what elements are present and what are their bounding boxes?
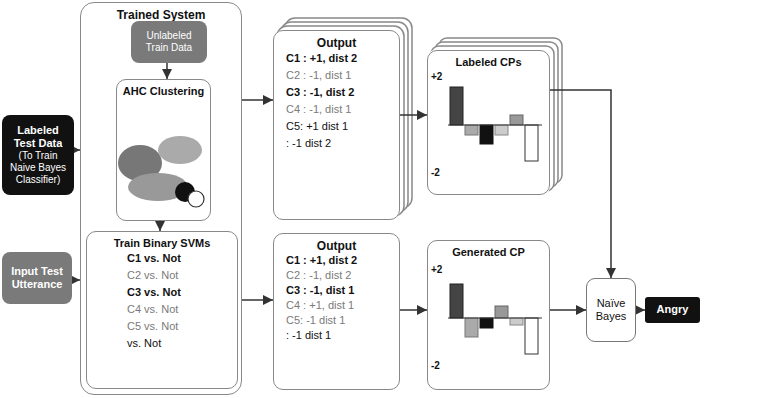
cp-bar [525,125,538,161]
flow-arrow [550,309,586,311]
node-text: C3 : -1, dist 2 [274,84,399,101]
node-text: C2 : -1, dist 1 [274,67,399,84]
node-title: Input Test Utterance [5,265,69,291]
cp-bar [510,318,523,325]
node-title: Output [274,31,399,50]
chart-box: Generated CP [427,240,550,390]
cp-bar [510,115,523,125]
cluster-blob [188,191,204,207]
cp-bar [465,125,478,135]
node-text: : -1 dist 1 [274,328,399,343]
node-title: Naïve Bayes [590,297,632,323]
flow-arrow [72,279,80,281]
node-title: Trained System [81,3,241,22]
node-title: Generated CP [428,241,549,259]
node-text: : -1 dist 2 [274,135,399,152]
axis-label: +2 [431,71,442,82]
node-title: Output [274,234,399,253]
node-text: C1 : +1, dist 2 [274,253,399,268]
axis-label: -2 [431,360,440,371]
node-text: C3 vs. Not [87,284,237,301]
flow-arrow [242,299,273,301]
node-title: AHC Clustering [117,80,210,98]
node-text: C5: -1 dist 1 [274,313,399,328]
node-title: Labeled Test Data [5,124,71,150]
cp-bar [525,318,538,354]
node-text: C4 : -1, dist 1 [274,101,399,118]
node-title: Train Binary SVMs [87,232,237,250]
cp-bar [495,306,508,318]
classifier-box: Naïve Bayes [586,278,636,342]
cp-bar [480,125,493,144]
process-box: Train Binary SVMsC1 vs. NotC2 vs. NotC3 … [86,231,238,389]
output-box: OutputC1 : +1, dist 2C2 : -1, dist 1C3 :… [273,30,400,220]
cp-bar [480,318,493,328]
axis-label: -2 [431,167,440,178]
node-text: vs. Not [87,335,237,352]
output-box: OutputC1 : +1, dist 2C2 : -1, dist 2C3 :… [273,233,400,390]
flow-arrow [400,309,427,311]
node-text: C4 vs. Not [87,301,237,318]
data-box: Input Test Utterance [2,252,72,304]
cp-axis [448,125,542,126]
cp-bar [450,87,463,125]
node-title: Unlabeled Train Data [134,30,204,54]
node-text: C3 : -1, dist 1 [274,283,399,298]
node-title: Labeled CPs [428,51,549,69]
sheet-mask [273,30,400,220]
cp-axis [448,318,542,319]
node-text: C5: +1 dist 1 [274,118,399,135]
axis-label: +2 [431,264,442,275]
flow-arrow [242,99,273,101]
node-text: C1 vs. Not [87,250,237,267]
chart-box: Labeled CPs [427,50,550,195]
cluster-blob [158,136,202,164]
flow-arrow [636,309,645,311]
result-box: Angry [645,297,700,323]
cp-bar [465,318,478,337]
node-title: Angry [657,303,689,316]
process-box: AHC Clustering [116,79,211,221]
node-text: C2 : -1, dist 2 [274,268,399,283]
node-text: C2 vs. Not [87,267,237,284]
node-text: C5 vs. Not [87,318,237,335]
flow-arrow [400,114,427,116]
flow-arrow [550,90,611,278]
data-box: Unlabeled Train Data [131,21,207,63]
data-box: Labeled Test Data(To Train Naive Bayes C… [2,115,74,195]
cp-bar [495,125,508,135]
system-container: Trained SystemUnlabeled Train DataAHC Cl… [80,2,242,395]
cp-bar [450,284,463,318]
flow-arrow [159,221,161,231]
sheet-mask [427,50,550,195]
flow-arrow [166,63,168,79]
node-text: C4 : +1, dist 1 [274,298,399,313]
node-text: (To Train Naive Bayes Classifier) [5,150,71,186]
node-text: C1 : +1, dist 2 [274,50,399,67]
